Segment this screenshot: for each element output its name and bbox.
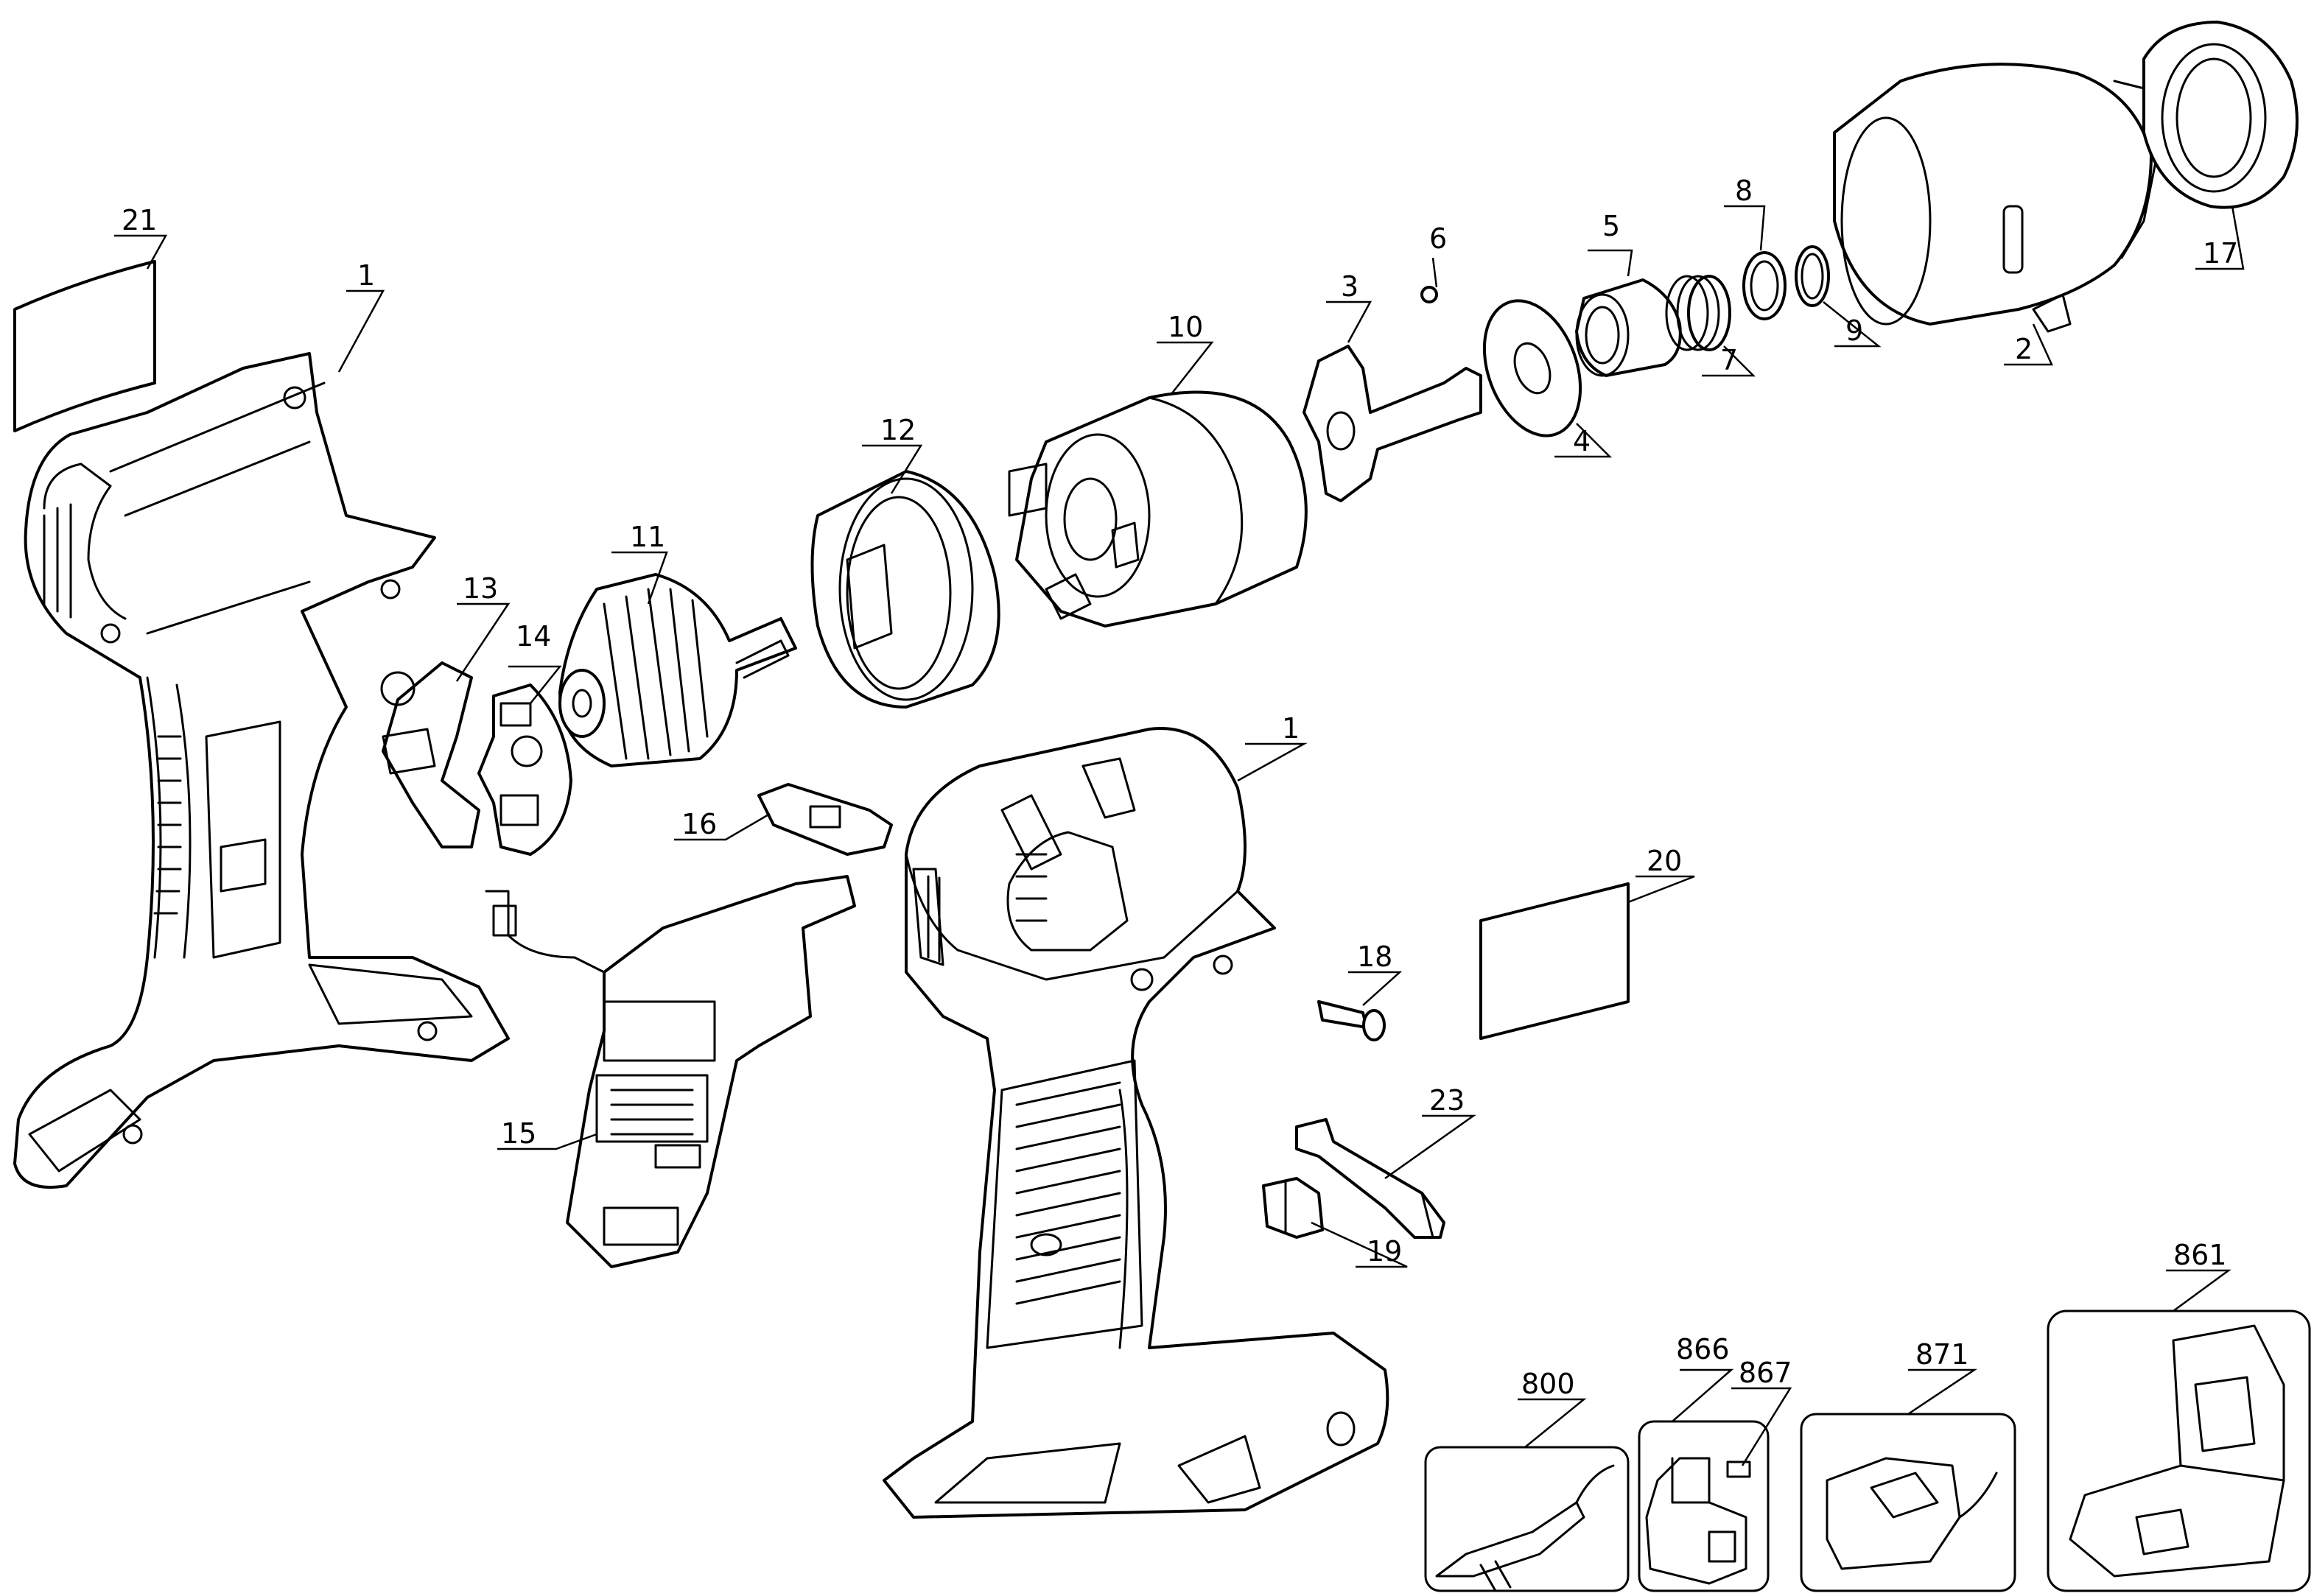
accessory-861-case-box	[2047, 1310, 2311, 1592]
part-18-screw	[1317, 1000, 1386, 1041]
part-5-bushing	[1575, 278, 1682, 377]
part-11-armature-fan	[558, 573, 797, 767]
callout-15: 15	[501, 1117, 536, 1150]
callout-19: 19	[1367, 1235, 1402, 1268]
callout-866: 866	[1676, 1333, 1730, 1365]
callout-12: 12	[880, 414, 916, 446]
callout-labels: 21 1 13 14 11 12 10 3 6 4 5 7 8 9 2 17 1…	[122, 175, 2238, 1400]
part-20-label-sticker	[1479, 882, 1630, 1040]
accessory-866-battery-box	[1638, 1420, 1770, 1592]
callout-8: 8	[1735, 175, 1753, 207]
callout-6: 6	[1429, 222, 1447, 255]
callout-17: 17	[2203, 237, 2238, 270]
leader-lines	[114, 205, 2245, 1466]
part-16-forward-reverse-slide	[757, 783, 893, 856]
callout-5: 5	[1602, 210, 1620, 242]
accessory-871-charger-box	[1800, 1413, 2016, 1592]
part-3-anvil	[1302, 345, 1482, 502]
callout-20: 20	[1647, 845, 1682, 877]
accessory-800-box	[1424, 1446, 1630, 1592]
part-1-housing-left-half	[13, 352, 510, 1189]
callout-21: 21	[122, 204, 157, 236]
callout-13: 13	[463, 572, 498, 605]
callout-871: 871	[1915, 1338, 1969, 1371]
part-7-spring	[1665, 275, 1731, 351]
part-23-screwdriver-bit	[1295, 1118, 1445, 1239]
callout-23: 23	[1429, 1084, 1465, 1117]
part-10-gear-case	[1008, 390, 1308, 627]
callout-1-right: 1	[1282, 712, 1300, 745]
part-12-ring-gear	[810, 470, 1000, 709]
callout-867: 867	[1739, 1357, 1792, 1389]
part-1-housing-right-half	[883, 727, 1389, 1519]
part-2-nose-housing	[1833, 63, 2160, 333]
part-19-belt-clip	[1262, 1177, 1324, 1239]
callout-7: 7	[1720, 344, 1738, 376]
callout-10: 10	[1168, 311, 1203, 343]
callout-1-left: 1	[357, 259, 375, 292]
part-9-o-ring	[1795, 245, 1830, 307]
callout-16: 16	[681, 808, 717, 840]
callout-11: 11	[630, 521, 665, 553]
part-6-steel-ball	[1420, 286, 1438, 303]
callout-4: 4	[1573, 425, 1591, 457]
part-15-switch-assembly	[485, 875, 856, 1268]
part-21-label-sticker	[13, 260, 156, 432]
callout-800: 800	[1521, 1368, 1575, 1400]
callout-3: 3	[1341, 270, 1358, 303]
callout-2: 2	[2015, 333, 2033, 365]
part-4-washer	[1482, 299, 1582, 437]
part-17-rubber-boot	[2142, 21, 2299, 209]
callout-861: 861	[2173, 1239, 2227, 1271]
callout-14: 14	[516, 620, 551, 653]
part-13-brush-holder	[380, 661, 480, 848]
callout-9: 9	[1845, 314, 1863, 347]
part-14-brush-plate	[477, 683, 572, 856]
part-8-retaining-ring	[1742, 251, 1787, 320]
callout-18: 18	[1357, 941, 1392, 973]
